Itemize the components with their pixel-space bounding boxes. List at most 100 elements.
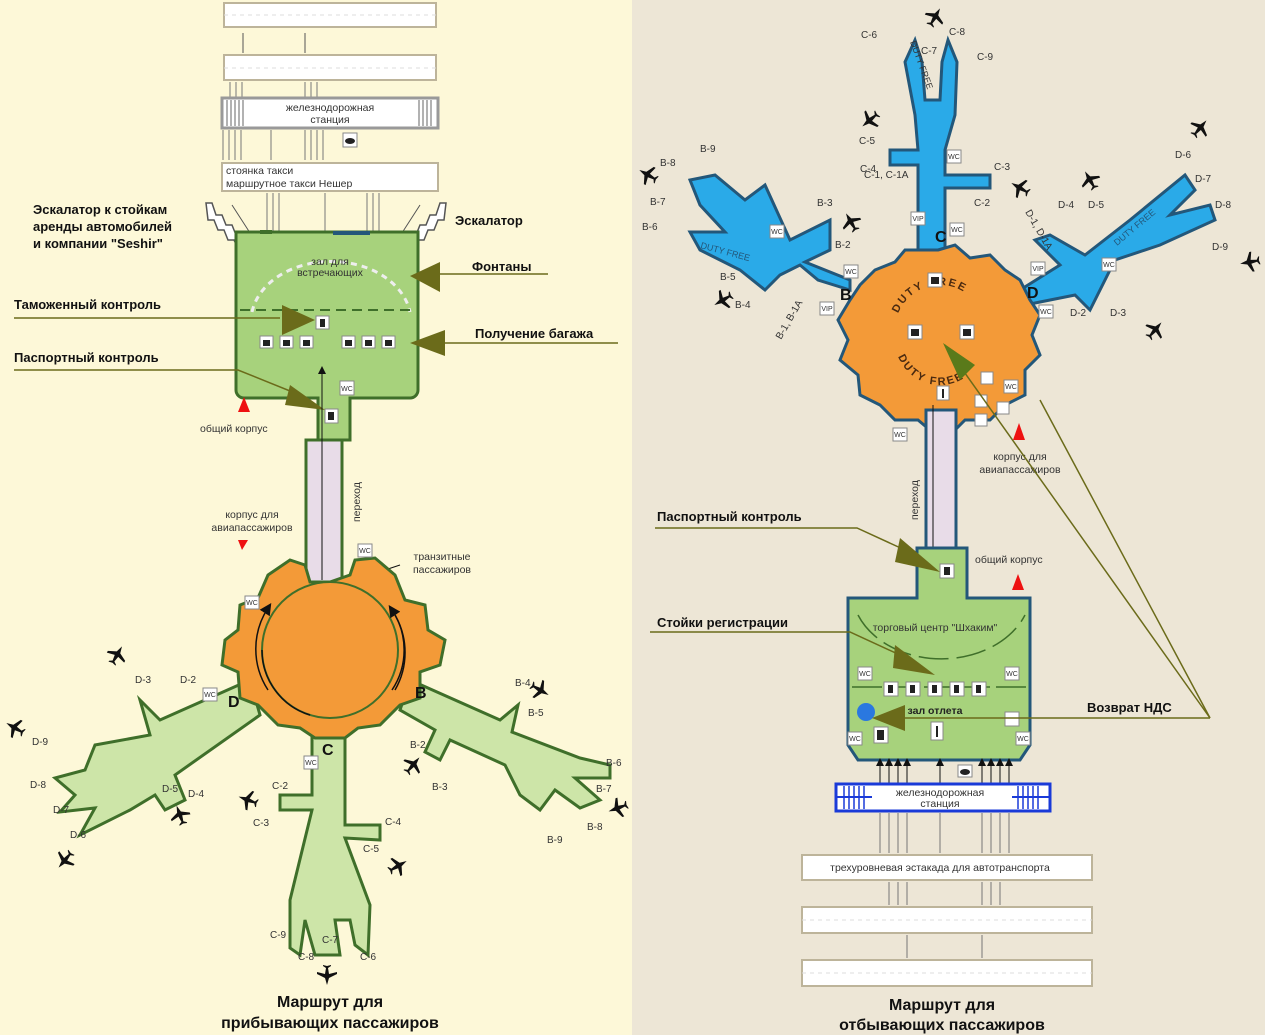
arrivals-gates-c: C-2 C-3 C-4 C-5 C-6 C-7 C-8 C-9 xyxy=(253,781,402,963)
svg-text:D-8: D-8 xyxy=(1215,200,1232,211)
svg-text:D-6: D-6 xyxy=(70,830,87,841)
svg-text:C-9: C-9 xyxy=(270,930,287,941)
taxi-stand-label: стоянка такси xyxy=(226,165,293,177)
svg-text:C-2: C-2 xyxy=(272,781,289,792)
service-icons xyxy=(936,371,1010,427)
svg-text:B-2: B-2 xyxy=(835,240,851,251)
svg-text:WC: WC xyxy=(771,229,783,236)
railway-station-label-departures: железнодорожная xyxy=(896,787,984,799)
svg-text:WC: WC xyxy=(859,671,871,678)
passport-control-label-departures: Паспортный контроль xyxy=(657,509,802,524)
svg-text:C-4: C-4 xyxy=(860,164,877,175)
passport-control-icon xyxy=(324,408,339,424)
departures-gates-d: D-2 D-3 D-4 D-5 D-6 D-7 D-8 D-9 xyxy=(1058,150,1232,319)
departures-gates-b: B-2 B-3 B-4 B-5 B-6 B-7 B-8 B-9 xyxy=(642,144,851,311)
svg-text:B-3: B-3 xyxy=(817,198,833,209)
svg-text:WC: WC xyxy=(948,154,960,161)
taxi-icon-departures xyxy=(957,764,973,778)
svg-text:B-9: B-9 xyxy=(700,144,716,155)
svg-text:WC: WC xyxy=(341,386,353,393)
passage-label-departures: переход xyxy=(909,480,921,520)
customs-pointer xyxy=(14,305,315,335)
air-terminal-label-2: авиапассажиров xyxy=(211,522,293,534)
fountains-label: Фонтаны xyxy=(472,259,531,274)
walkway-lines-departures-2 xyxy=(888,882,1001,958)
svg-text:WC: WC xyxy=(894,432,906,439)
svg-text:C-7: C-7 xyxy=(322,935,339,946)
checkin-counter-icons xyxy=(883,681,987,697)
transit-label-2: пассажиров xyxy=(413,564,471,576)
vat-refund-pointer xyxy=(872,343,1211,731)
svg-text:D-7: D-7 xyxy=(53,805,70,816)
greeting-hall-label: зал для xyxy=(311,256,349,268)
svg-text:C-3: C-3 xyxy=(994,162,1011,173)
arrivals-title: Маршрут для xyxy=(277,994,383,1011)
departures-title: Маршрут для xyxy=(889,997,995,1014)
svg-text:B-7: B-7 xyxy=(650,197,666,208)
svg-text:WC: WC xyxy=(305,760,317,767)
walkway-lines-2 xyxy=(266,193,380,232)
main-building-label: общий корпус xyxy=(200,423,268,435)
walkway-lines-departures xyxy=(879,813,1010,853)
transit-label: транзитные xyxy=(414,551,471,563)
concourse-c-letter-departures: C xyxy=(935,229,947,246)
svg-text:WC: WC xyxy=(1103,262,1115,269)
svg-text:D-6: D-6 xyxy=(1175,150,1192,161)
svg-text:D-5: D-5 xyxy=(162,784,179,795)
svg-text:D-5: D-5 xyxy=(1088,200,1105,211)
svg-text:C-4: C-4 xyxy=(385,817,402,828)
passage-label: переход xyxy=(351,482,363,522)
svg-text:B-8: B-8 xyxy=(660,158,676,169)
svg-text:C-6: C-6 xyxy=(360,952,377,963)
railway-station-departures: железнодорожная станция xyxy=(834,782,1052,813)
svg-text:WC: WC xyxy=(849,736,861,743)
wc-icon: WC xyxy=(244,595,260,610)
concourse-d-arrivals xyxy=(51,677,262,839)
svg-text:WC: WC xyxy=(845,269,857,276)
overpass-label: трехуровневая эстакада для автотранспорт… xyxy=(830,862,1050,874)
svg-text:WC: WC xyxy=(204,692,216,699)
road-lanes xyxy=(223,2,437,98)
main-building-marker xyxy=(238,397,250,412)
concourse-b-letter-departures: B xyxy=(840,287,852,304)
svg-text:VIP: VIP xyxy=(912,216,924,223)
vat-refund-icon xyxy=(857,703,875,721)
wc-vip-icons-departures: WC WC VIP WC WC VIP VIP WC WC WC WC xyxy=(769,149,1117,442)
svg-text:C-2: C-2 xyxy=(974,198,991,209)
concourse-c-arrivals xyxy=(278,733,382,958)
railway-station-label: железнодорожная xyxy=(286,102,374,114)
svg-text:B-6: B-6 xyxy=(642,222,658,233)
departures-gates-c: C-3 C-2 C-4 C-5 C-6 C-7 C-8 C-9 xyxy=(859,27,1011,209)
taxi-stand: стоянка такси маршрутное такси Нешер xyxy=(221,162,439,192)
escalator-car-rental-label-2: аренды автомобилей xyxy=(33,219,172,234)
checkin-pointer xyxy=(650,631,935,675)
svg-text:WC: WC xyxy=(1040,309,1052,316)
arrivals-title-2: прибывающих пассажиров xyxy=(221,1015,439,1032)
svg-text:C-7: C-7 xyxy=(921,46,938,57)
svg-text:B-9: B-9 xyxy=(547,835,563,846)
air-terminal-label: корпус для xyxy=(225,509,278,521)
svg-text:C-3: C-3 xyxy=(253,818,270,829)
svg-text:B-4: B-4 xyxy=(515,678,531,689)
departures-main-building: торговый центр "Шхаким" зал отлета WC WC… xyxy=(846,546,1032,762)
concourse-b-letter: B xyxy=(415,685,427,702)
baggage-claim-pointer xyxy=(410,330,618,356)
air-terminal-label-departures: корпус для xyxy=(993,451,1046,463)
svg-text:C-6: C-6 xyxy=(861,30,878,41)
passport-control-pointer-departures xyxy=(655,527,940,572)
svg-text:D-4: D-4 xyxy=(1058,200,1075,211)
air-terminal-marker xyxy=(238,540,248,550)
svg-text:B-3: B-3 xyxy=(432,782,448,793)
svg-text:WC: WC xyxy=(1005,384,1017,391)
air-terminal-label-departures-2: авиапассажиров xyxy=(979,464,1061,476)
wc-icon: WC xyxy=(202,687,218,702)
svg-text:WC: WC xyxy=(1006,671,1018,678)
main-building-marker-departures xyxy=(1012,574,1024,590)
concourse-b-arrivals xyxy=(398,677,612,813)
svg-text:D-3: D-3 xyxy=(135,675,152,686)
svg-text:WC: WC xyxy=(951,227,963,234)
svg-text:WC: WC xyxy=(359,548,371,555)
svg-text:C-5: C-5 xyxy=(859,136,876,147)
passport-control-pointer xyxy=(14,369,325,410)
